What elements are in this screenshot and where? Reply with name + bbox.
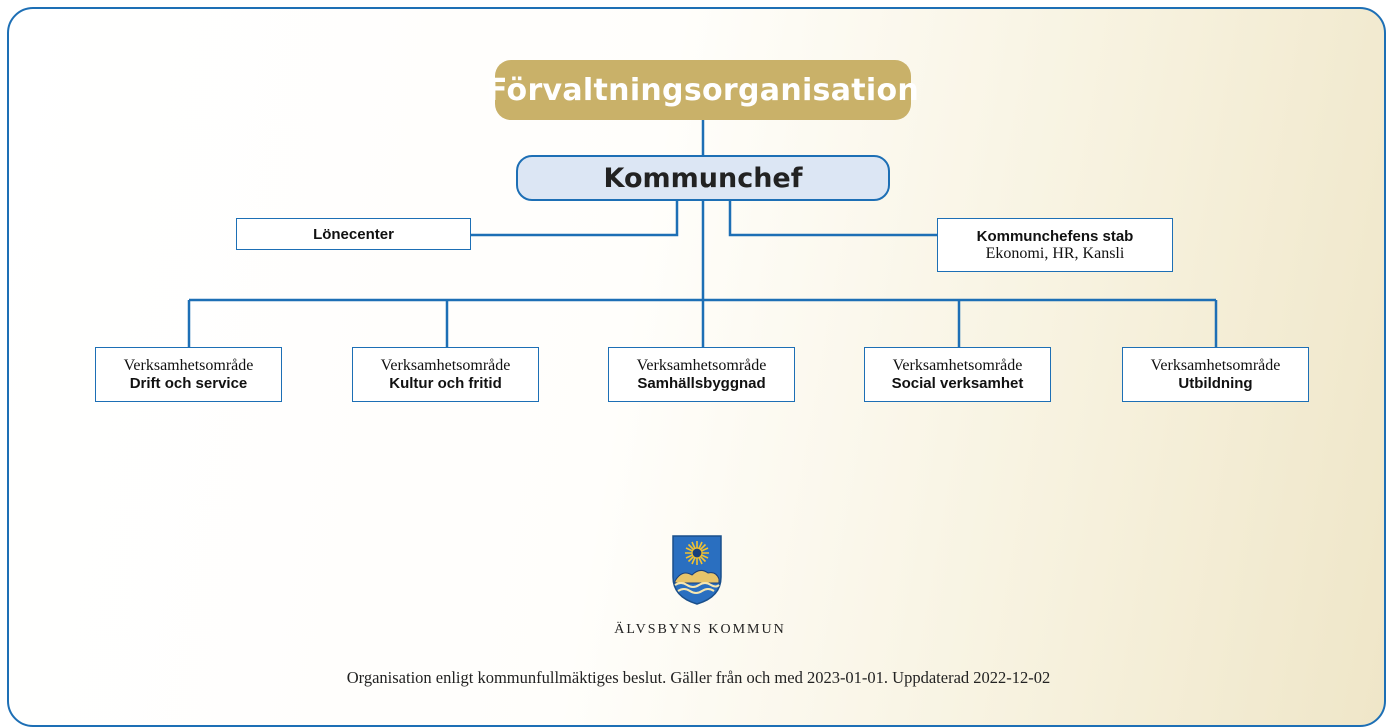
area-box-samhallsbyggnad: Verksamhetsområde Samhällsbyggnad [608, 347, 795, 402]
area-name: Drift och service [129, 375, 248, 392]
area-kind: Verksamhetsområde [892, 357, 1023, 374]
area-name: Kultur och fritid [389, 375, 502, 392]
kommunchefens-stab-box: Kommunchefens stab Ekonomi, HR, Kansli [937, 218, 1173, 272]
kommunchef-box: Kommunchef [516, 155, 890, 201]
area-box-kultur: Verksamhetsområde Kultur och fritid [352, 347, 539, 402]
lonecenter-label: Lönecenter [313, 225, 394, 243]
lonecenter-box: Lönecenter [236, 218, 471, 250]
area-kind: Verksamhetsområde [636, 357, 767, 374]
area-box-utbildning: Verksamhetsområde Utbildning [1122, 347, 1309, 402]
area-kind: Verksamhetsområde [123, 357, 254, 374]
area-box-drift: Verksamhetsområde Drift och service [95, 347, 282, 402]
coat-of-arms-icon [672, 535, 722, 605]
area-name: Samhällsbyggnad [637, 375, 766, 392]
footer-note: Organisation enligt kommunfullmäktiges b… [346, 668, 1051, 687]
area-name: Utbildning [1178, 375, 1253, 392]
stab-title: Kommunchefens stab [976, 227, 1134, 245]
stab-subtitle: Ekonomi, HR, Kansli [985, 244, 1125, 262]
kommun-name: ÄLVSBYNS KOMMUN [614, 622, 786, 637]
area-box-social: Verksamhetsområde Social verksamhet [864, 347, 1051, 402]
area-kind: Verksamhetsområde [380, 357, 511, 374]
area-name: Social verksamhet [891, 375, 1024, 392]
organisation-title: Förvaltningsorganisation [487, 60, 919, 120]
area-kind: Verksamhetsområde [1150, 357, 1281, 374]
